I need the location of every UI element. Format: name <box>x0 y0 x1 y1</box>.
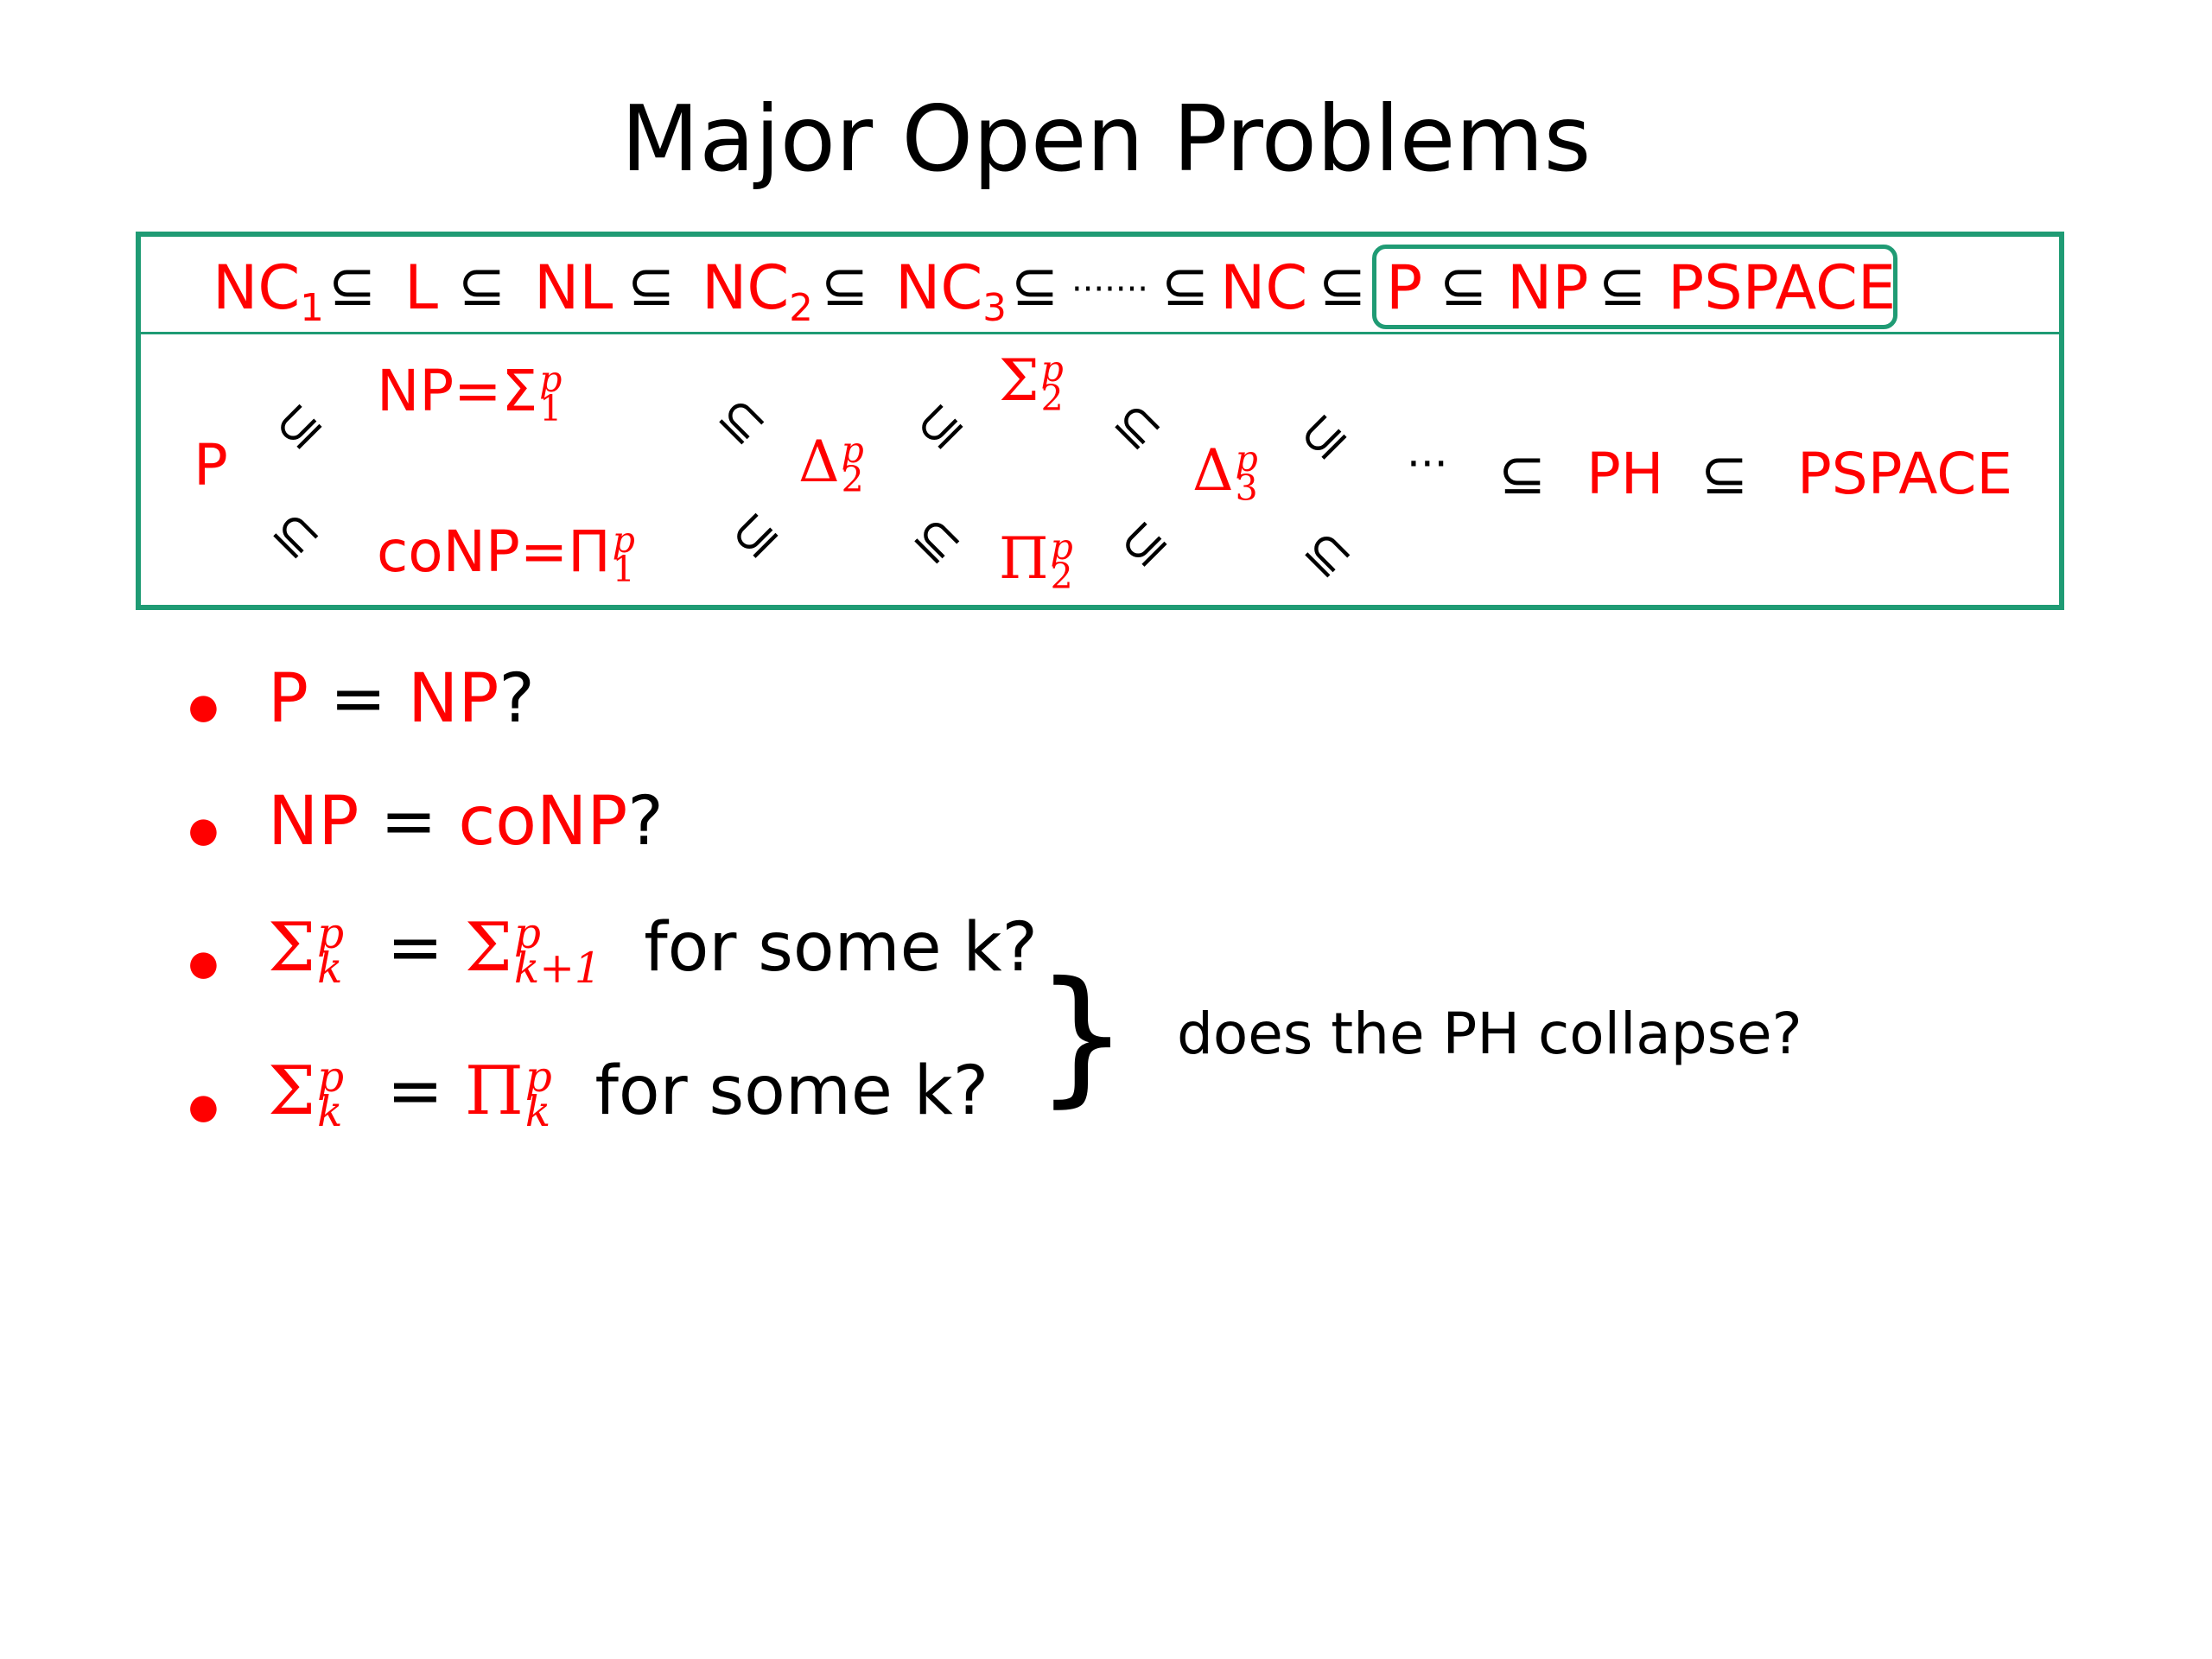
right-brace: } <box>1035 950 1129 1122</box>
chain-subset-4: ⊆ <box>821 252 869 319</box>
complexity-box <box>136 232 2064 610</box>
chain-subset-5: ⊆ <box>1011 252 1059 319</box>
hier-ph: PH <box>1586 441 1664 507</box>
hier-ellipsis: ··· <box>1407 439 1448 489</box>
bullet-3: ● <box>188 944 219 983</box>
chain-nc1: NC1 <box>213 252 324 330</box>
chain-subset-1: ⊆ <box>328 252 377 319</box>
box-divider <box>141 332 2059 334</box>
chain-subset-8: ⊆ <box>1440 252 1488 319</box>
chain-dots: ······· <box>1071 270 1149 309</box>
question-np-conp: NP = coNP? <box>268 783 664 861</box>
chain-nc2: NC2 <box>702 252 813 330</box>
hier-pspace: PSPACE <box>1797 441 2013 507</box>
ph-collapse-note: does the PH collapse? <box>1177 1001 1802 1067</box>
hier-p: P <box>194 432 228 499</box>
chain-np: NP <box>1507 252 1589 323</box>
chain-nl: NL <box>534 252 613 323</box>
chain-subset-6: ⊆ <box>1161 252 1210 319</box>
hier-subset-ph: ⊆ <box>1498 441 1547 507</box>
p-np-pspace-highlight-box <box>1372 245 1897 329</box>
question-p-np: P = NP? <box>268 660 535 738</box>
hier-subset-pspace: ⊆ <box>1700 441 1749 507</box>
chain-pspace: PSPACE <box>1668 252 1897 323</box>
chain-p: P <box>1386 252 1423 323</box>
slide-title: Major Open Problems <box>620 86 1592 192</box>
chain-subset-2: ⊆ <box>458 252 506 319</box>
bullet-4: ● <box>188 1087 219 1127</box>
chain-subset-7: ⊆ <box>1319 252 1367 319</box>
chain-l: L <box>404 252 438 323</box>
bullet-1: ● <box>188 687 219 727</box>
chain-subset-3: ⊆ <box>627 252 676 319</box>
chain-nc: NC <box>1220 252 1308 323</box>
chain-subset-9: ⊆ <box>1599 252 1647 319</box>
bullet-2: ● <box>188 810 219 850</box>
chain-nc3: NC3 <box>895 252 1007 330</box>
